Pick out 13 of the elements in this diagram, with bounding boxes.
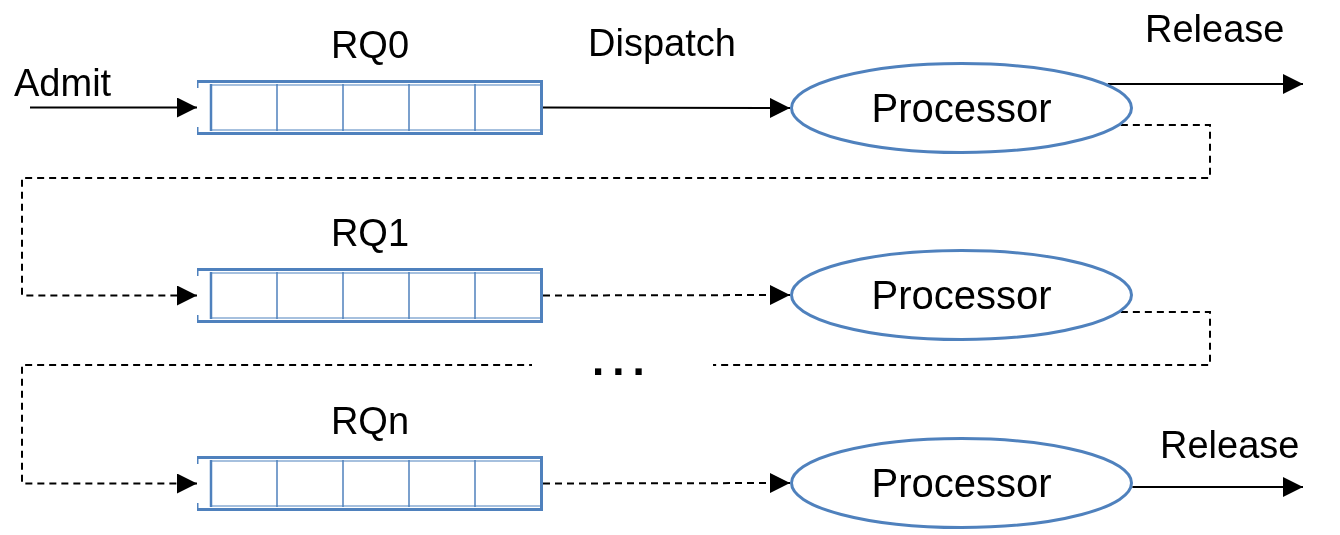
arrow xyxy=(21,124,1211,306)
arrow xyxy=(21,311,1211,494)
arrow xyxy=(29,97,198,118)
queue-label: RQ1 xyxy=(330,211,410,256)
processor-label: Processor xyxy=(871,85,1052,132)
arrow xyxy=(542,97,791,118)
queue-label: RQn xyxy=(330,399,410,444)
arrow xyxy=(542,285,791,306)
arrow xyxy=(542,473,791,494)
arrow xyxy=(1131,477,1304,497)
queue-label: RQ0 xyxy=(330,23,410,68)
processor-label: Processor xyxy=(871,460,1052,507)
processor-label: Processor xyxy=(871,272,1052,319)
